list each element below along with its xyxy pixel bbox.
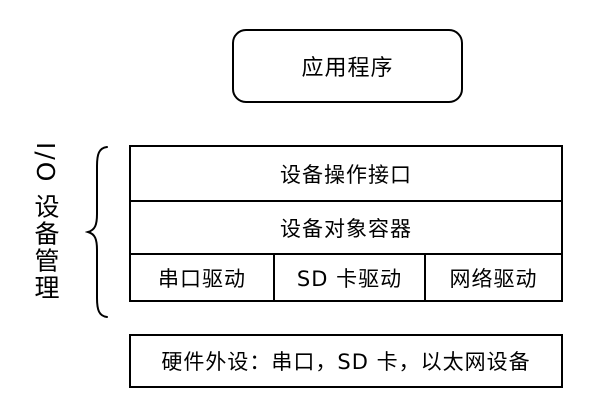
device-management-stack: 设备操作接口 设备对象容器 串口驱动 SD 卡驱动 网络驱动 <box>129 145 563 302</box>
driver-cell-network: 网络驱动 <box>426 255 561 300</box>
application-box: 应用程序 <box>232 29 463 103</box>
layer-device-object-container: 设备对象容器 <box>131 202 561 253</box>
driver-cell-serial: 串口驱动 <box>131 255 273 300</box>
driver-cell-sdcard: SD 卡驱动 <box>275 255 424 300</box>
layer-device-operation-interface: 设备操作接口 <box>131 147 561 200</box>
curly-brace-icon <box>85 146 108 318</box>
hardware-peripherals-box: 硬件外设：串口，SD 卡，以太网设备 <box>129 334 563 388</box>
io-device-management-label: I/O 设备管理 <box>31 142 60 302</box>
